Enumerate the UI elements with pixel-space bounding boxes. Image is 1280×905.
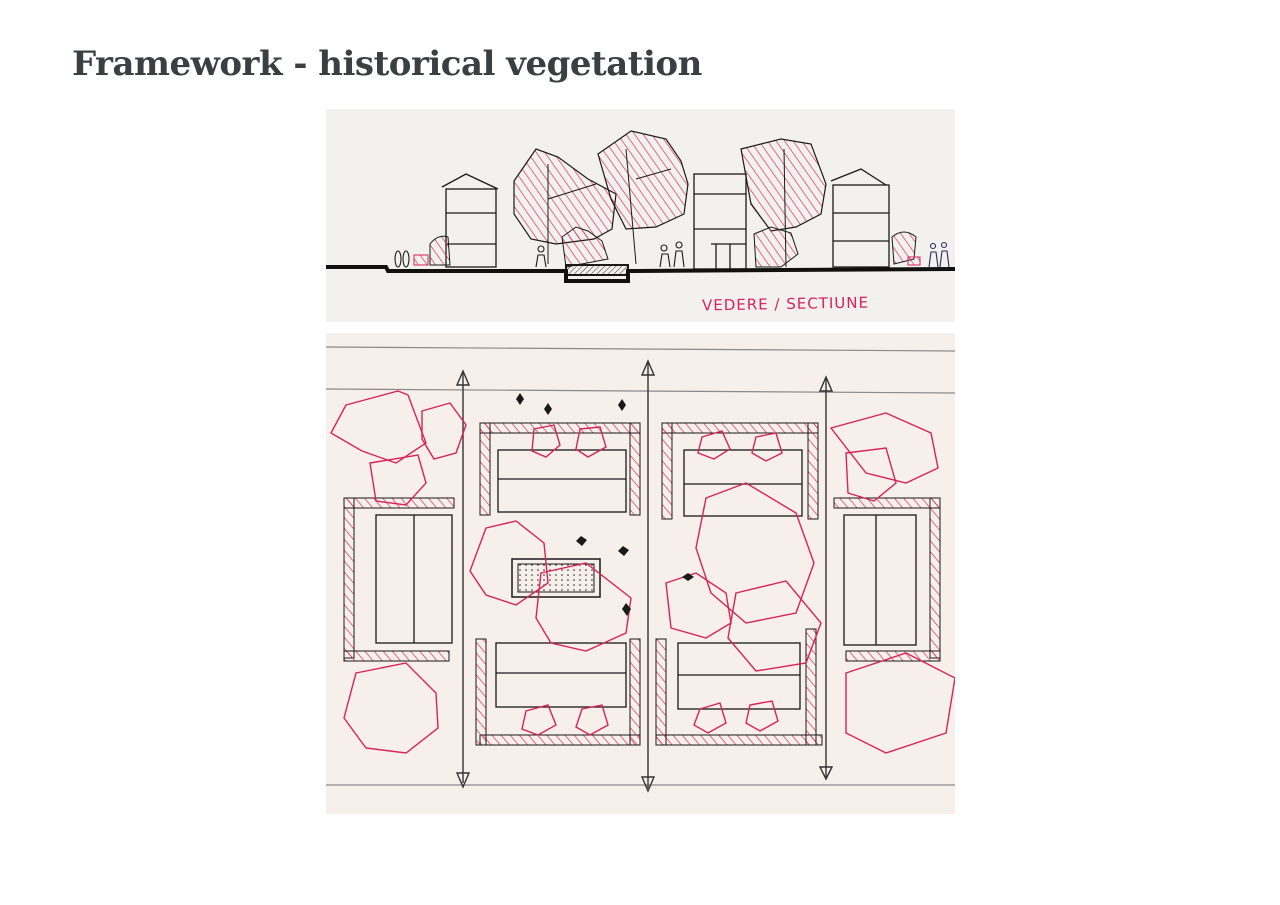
section-sketch-image: VEDERE / SECTIUNE xyxy=(326,109,955,322)
axis-lines xyxy=(455,359,834,793)
building-middle xyxy=(693,173,747,270)
tree-canopies xyxy=(330,390,955,754)
page-title: Framework - historical vegetation xyxy=(72,44,702,84)
central-fountain xyxy=(511,558,601,598)
building-left xyxy=(441,173,499,268)
plan-sketch-image xyxy=(326,333,955,814)
tree-1 xyxy=(513,148,617,245)
section-handwritten-label: VEDERE / SECTIUNE xyxy=(701,293,870,315)
building-blocks xyxy=(343,422,941,746)
plan-drawing xyxy=(326,346,955,793)
section-drawing xyxy=(326,130,955,283)
tree-2 xyxy=(597,130,689,230)
tree-3 xyxy=(740,138,827,232)
building-right xyxy=(830,168,890,268)
leaf-marks xyxy=(516,393,694,616)
